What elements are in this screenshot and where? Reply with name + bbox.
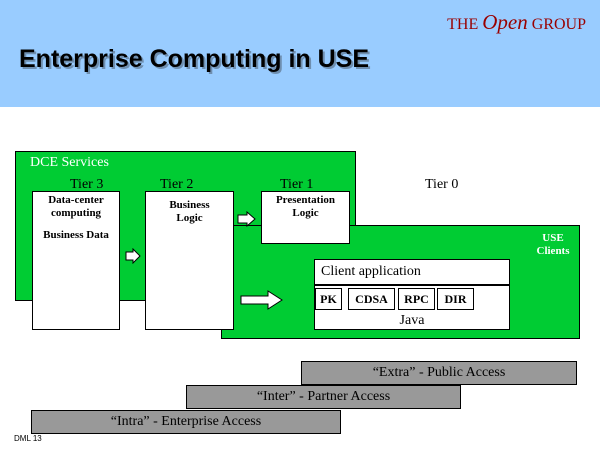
use-clients-line1: USE bbox=[542, 232, 564, 244]
tier-2-line1: Business bbox=[169, 199, 210, 211]
use-clients-label: USE Clients bbox=[523, 232, 583, 258]
extra-public-access-bar: “Extra” - Public Access bbox=[301, 361, 577, 385]
tier-3-line1: Data-center bbox=[48, 194, 104, 206]
logo-group: GROUP bbox=[531, 16, 586, 33]
logo-the: THE bbox=[447, 16, 479, 33]
logo-open: Open bbox=[482, 10, 528, 34]
slide-title: Enterprise Computing in USE bbox=[19, 45, 370, 73]
tier-2-line2: Logic bbox=[176, 212, 203, 224]
header-band bbox=[0, 0, 600, 107]
tier-2-label: Tier 2 bbox=[160, 177, 194, 192]
arrow-tier2-to-tier1 bbox=[237, 211, 256, 227]
component-pk: PK bbox=[315, 288, 342, 310]
tier-3-line3: Business Data bbox=[43, 229, 109, 241]
tier-1-label: Tier 1 bbox=[280, 177, 314, 192]
tier-3-label: Tier 3 bbox=[70, 177, 104, 192]
tier-1-line1: Presentation bbox=[275, 194, 336, 206]
tier-1-box: Presentation Logic bbox=[261, 191, 350, 244]
arrow-tier3-to-tier2 bbox=[125, 248, 141, 264]
arrow-to-client-stack bbox=[240, 290, 283, 310]
tier-2-box: Business Logic bbox=[145, 191, 234, 330]
tier-3-line2: computing bbox=[50, 207, 102, 219]
slide-id: DML 13 bbox=[14, 434, 42, 443]
dce-services-label: DCE Services bbox=[30, 155, 109, 170]
client-application-box: Client application bbox=[314, 259, 510, 285]
open-group-logo: THE Open GROUP bbox=[447, 10, 586, 35]
component-rpc: RPC bbox=[398, 288, 435, 310]
inter-partner-access-bar: “Inter” - Partner Access bbox=[186, 385, 461, 409]
java-label: Java bbox=[399, 313, 425, 328]
component-cdsa: CDSA bbox=[348, 288, 395, 310]
tier-0-label: Tier 0 bbox=[425, 177, 459, 192]
tier-3-box: Data-center computing Business Data bbox=[32, 191, 120, 330]
tier-1-line2: Logic bbox=[292, 207, 319, 219]
intra-enterprise-access-bar: “Intra” - Enterprise Access bbox=[31, 410, 341, 434]
use-clients-line2: Clients bbox=[536, 245, 570, 257]
component-dir: DIR bbox=[437, 288, 474, 310]
